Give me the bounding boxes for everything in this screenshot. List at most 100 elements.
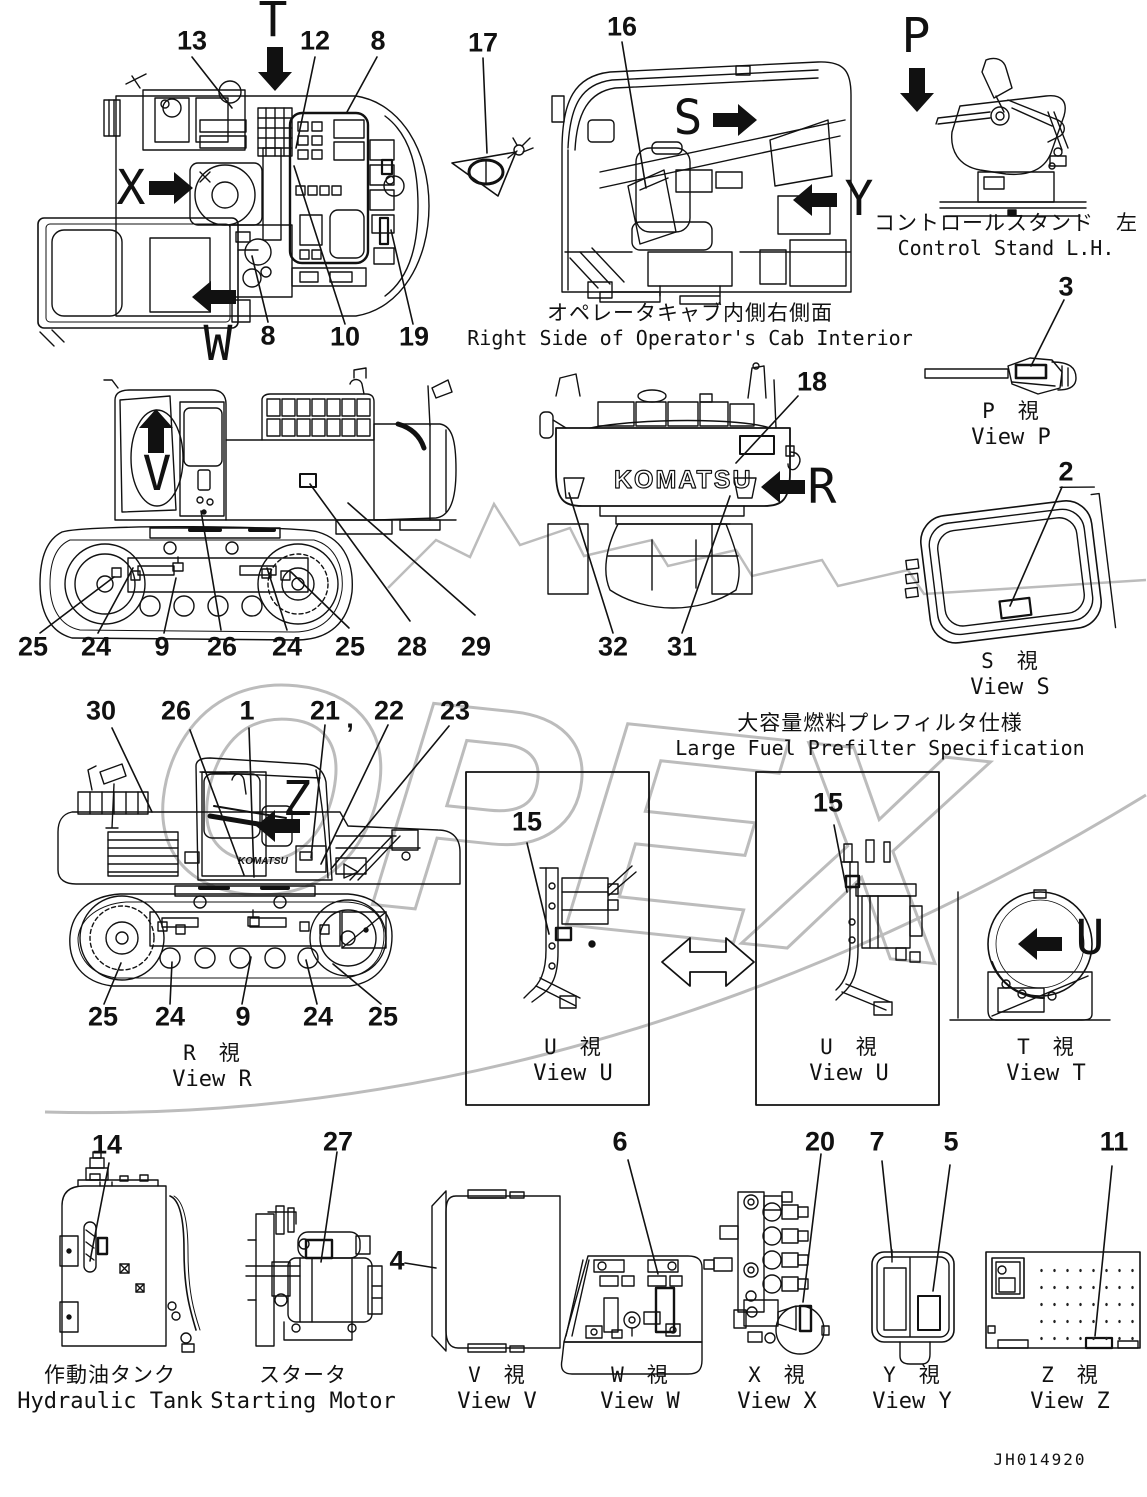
- watermark-graphics: OPEX: [44, 501, 1147, 1115]
- callout-label: 11: [1099, 1126, 1129, 1157]
- callout-label: 1: [239, 695, 255, 726]
- annotation-leader-line: [295, 56, 316, 149]
- view-direction-letter-R: R: [807, 459, 837, 515]
- view-direction-letter-P: P: [901, 8, 931, 64]
- direction-arrow-down-icon: [900, 68, 934, 112]
- callout-label: 18: [796, 366, 828, 397]
- view-v-door-drawing: [431, 1189, 561, 1353]
- view-p-lever-drawing: [924, 357, 1077, 395]
- view-s-window-drawing: [904, 486, 1117, 644]
- view-direction-letter-U: U: [1075, 910, 1105, 966]
- view-title-jp: V 視: [468, 1363, 526, 1387]
- annotation-leader-line: [932, 1164, 951, 1292]
- view-direction-letter-Y: Y: [844, 171, 874, 227]
- view-direction-letter-T: T: [258, 0, 288, 48]
- annotation-leader-line: [330, 725, 450, 870]
- view-direction-letter-V: V: [142, 446, 172, 502]
- triangle-plate-drawing: [451, 137, 534, 197]
- callout-label: 4: [389, 1245, 405, 1276]
- view-title-jp: R 視: [183, 1041, 241, 1065]
- view-title-en: View X: [737, 1389, 817, 1415]
- callout-label: 24: [154, 1001, 186, 1032]
- view-title-jp: Z 視: [1041, 1363, 1099, 1387]
- view-direction-letter-X: X: [116, 160, 146, 216]
- callout-label: 25: [367, 1001, 399, 1032]
- callout-label: 12: [299, 25, 331, 56]
- annotation-leader-line: [163, 577, 177, 634]
- callout-label: 17: [467, 27, 499, 58]
- starting-motor-drawing: [245, 1205, 383, 1347]
- annotation-leader-line: [200, 510, 222, 631]
- annotation-leader-line: [169, 961, 173, 1005]
- callout-label: 25: [334, 631, 366, 662]
- view-title-jp: T 視: [1017, 1035, 1075, 1059]
- direction-arrow-left-icon: [256, 810, 300, 842]
- direction-arrow-left-icon: [1018, 928, 1062, 960]
- caption-en: Right Side of Operator's Cab Interior: [467, 326, 913, 351]
- caption-en: Control Stand L.H.: [897, 236, 1115, 261]
- view-t-drawing: [949, 889, 1111, 1021]
- watermark-swoosh: [44, 793, 1147, 1115]
- annotation-leader-line: [39, 576, 115, 634]
- annotation-leader-line: [390, 229, 414, 325]
- view-title-en: View W: [600, 1389, 680, 1415]
- callout-label: 16: [606, 11, 638, 42]
- view-title-en: View P: [971, 425, 1051, 451]
- callout-label: 9: [235, 1001, 251, 1032]
- view-z-dot-pattern: [1033, 1260, 1135, 1342]
- callout-label: 8: [370, 25, 386, 56]
- view-y-box-drawing: [871, 1249, 955, 1365]
- direction-arrow-down-icon: [258, 47, 292, 91]
- excavator-side-view-left-drawing: [39, 367, 457, 641]
- view-title-jp: スタータ: [259, 1363, 347, 1387]
- view-title-jp: U 視: [544, 1035, 602, 1059]
- callout-label: 8: [260, 320, 276, 351]
- annotation-leader-line: [305, 959, 318, 1005]
- callout-label: 26: [160, 695, 192, 726]
- annotation-leader-line: [1009, 486, 1063, 607]
- view-title-en: View Y: [872, 1389, 952, 1415]
- view-title-en: View Z: [1030, 1389, 1110, 1415]
- annotation-leader-line: [309, 483, 411, 622]
- callout-label: 15: [812, 787, 844, 818]
- annotation-leader-line: [310, 724, 326, 859]
- cab-interior-drawing: [551, 61, 852, 305]
- view-u-right-box-drawing: [755, 771, 940, 1106]
- annotation-leader-line: [251, 255, 269, 323]
- annotation-leader-line: [191, 56, 233, 109]
- annotation-leader-line: [266, 567, 288, 631]
- caption-en: Large Fuel Prefilter Specification: [675, 736, 1085, 761]
- callout-label: 31: [666, 631, 698, 662]
- annotation-leader-line: [293, 165, 346, 325]
- callout-label: 25: [17, 631, 49, 662]
- view-title-en: View U: [533, 1061, 613, 1087]
- callout-label: 20: [804, 1126, 836, 1157]
- caption-jp: 大容量燃料プレフィルタ仕様: [737, 711, 1023, 735]
- swap-arrow-icon: [661, 937, 755, 987]
- view-title-en: View T: [1006, 1061, 1086, 1087]
- callout-label: 29: [460, 631, 492, 662]
- view-direction-letter-S: S: [673, 90, 703, 146]
- annotation-leader-line: [189, 729, 245, 876]
- callout-label: 26: [206, 631, 238, 662]
- callout-label: 14: [91, 1129, 123, 1160]
- callout-label: 9: [154, 631, 170, 662]
- machine-top-view-drawing: [37, 73, 430, 347]
- leader-lines: [39, 41, 1113, 1337]
- direction-arrow-up-icon: [139, 409, 173, 453]
- callout-label: 27: [322, 1126, 354, 1157]
- annotation-leader-line: [1030, 299, 1065, 367]
- view-title-jp: 作動油タンク: [44, 1363, 176, 1387]
- annotation-leader-line: [627, 1159, 659, 1275]
- callout-label: 3: [1058, 271, 1074, 302]
